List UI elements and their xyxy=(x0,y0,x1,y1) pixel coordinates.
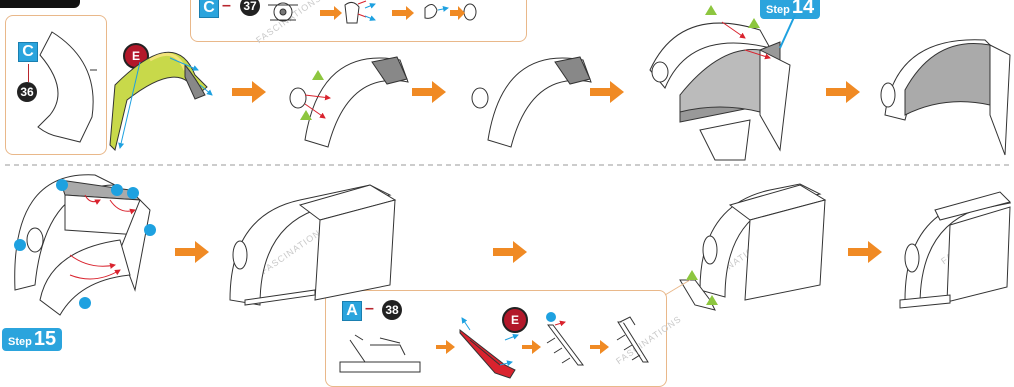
part-38-glue-stage xyxy=(460,318,518,378)
part-38-final xyxy=(617,317,648,362)
green-triangle-marker xyxy=(686,270,698,280)
body-final xyxy=(900,192,1010,308)
body-assembled xyxy=(230,185,395,305)
top-panel-arrows xyxy=(320,6,465,20)
instruction-page: C – 37 C 36 E E Step 14 Step 15 A – 38 F… xyxy=(0,0,1014,379)
step14-result xyxy=(881,40,1010,155)
part-38-drawing xyxy=(340,335,420,372)
bottom-panel-arrow xyxy=(590,340,609,354)
green-triangle-marker xyxy=(705,5,717,15)
part-38-fold-stage xyxy=(546,312,583,365)
bottom-panel-arrow xyxy=(522,340,541,354)
diagram-canvas xyxy=(0,0,1014,379)
blue-pointer-line xyxy=(780,15,795,48)
part-36-drawing xyxy=(38,32,97,142)
green-triangle-marker xyxy=(748,18,760,28)
step14-assembly xyxy=(650,23,790,160)
bottom-panel-arrow xyxy=(436,340,455,354)
arch-assembled xyxy=(472,57,591,147)
body-with-base-piece xyxy=(680,184,825,310)
top-panel-parts xyxy=(268,1,476,23)
arch-with-cylinder xyxy=(290,57,408,147)
part-36-glue-stage xyxy=(110,52,212,150)
green-triangle-marker xyxy=(312,70,324,80)
